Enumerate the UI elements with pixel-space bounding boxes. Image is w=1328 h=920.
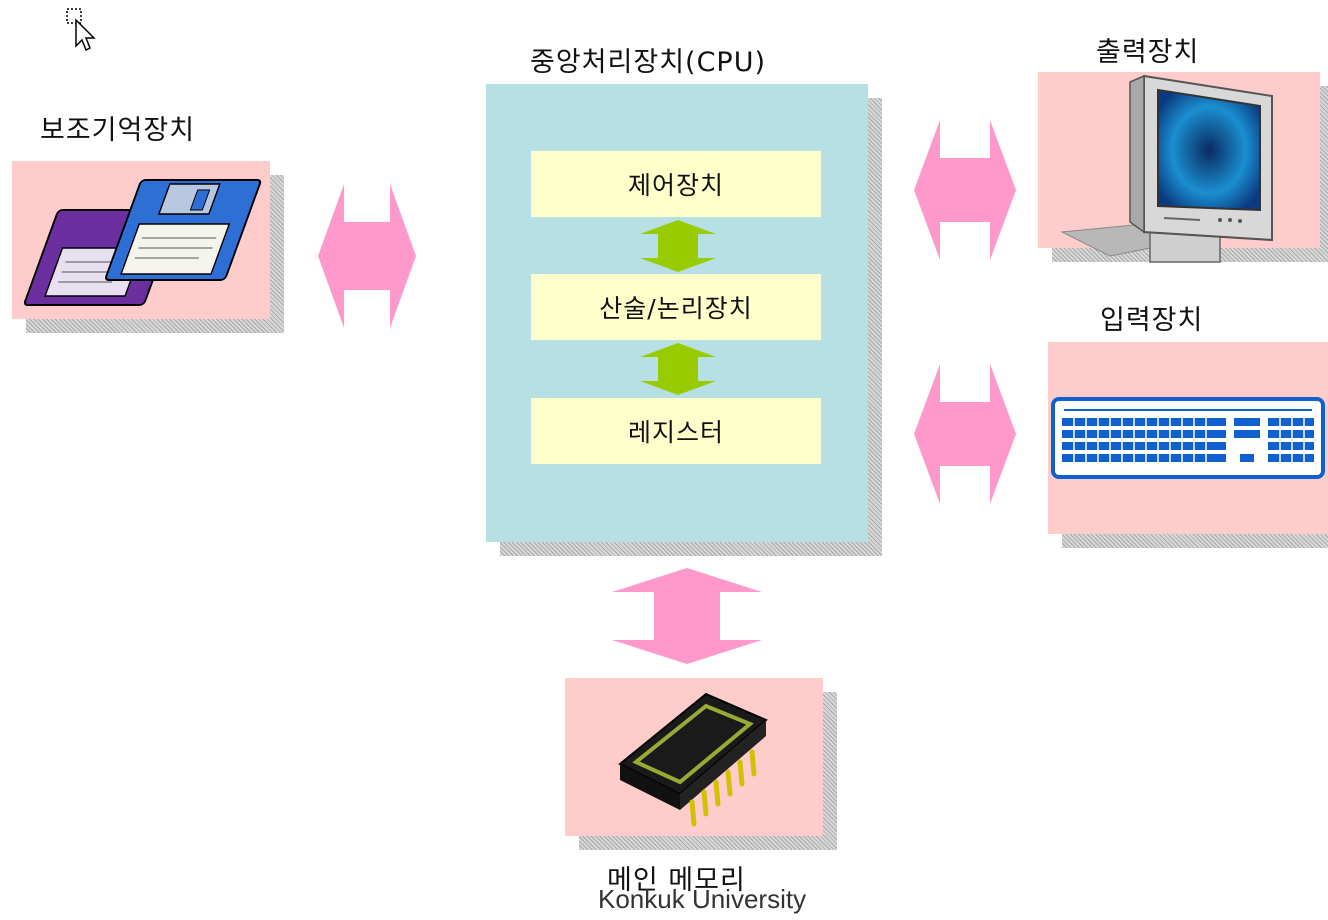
main-memory-label: 메인 메모리 — [607, 865, 746, 896]
cpu-output-arrow — [914, 120, 1016, 260]
selection-cursor-icon — [66, 8, 96, 52]
cpu-label: 중앙처리장치(CPU) — [530, 47, 767, 78]
floppy-disk-icon — [23, 179, 262, 306]
output-label: 출력장치 — [1096, 37, 1200, 68]
aux-cpu-arrow — [318, 184, 416, 328]
cpu-input-arrow — [914, 364, 1016, 504]
footer-text: Konkuk University — [598, 884, 807, 914]
control-unit: 제어장치 — [531, 151, 821, 217]
cpu-memory-arrow — [612, 568, 762, 664]
alu-unit: 산술/논리장치 — [531, 274, 821, 340]
register-unit: 레지스터 — [531, 398, 821, 464]
alu-register-arrow — [640, 343, 716, 395]
keyboard-icon — [1051, 397, 1325, 479]
monitor-icon — [1060, 74, 1273, 263]
memory-chip-icon — [618, 692, 768, 827]
aux-storage-label: 보조기억장치 — [40, 115, 196, 146]
control-alu-arrow — [640, 220, 716, 272]
input-label: 입력장치 — [1100, 305, 1204, 336]
